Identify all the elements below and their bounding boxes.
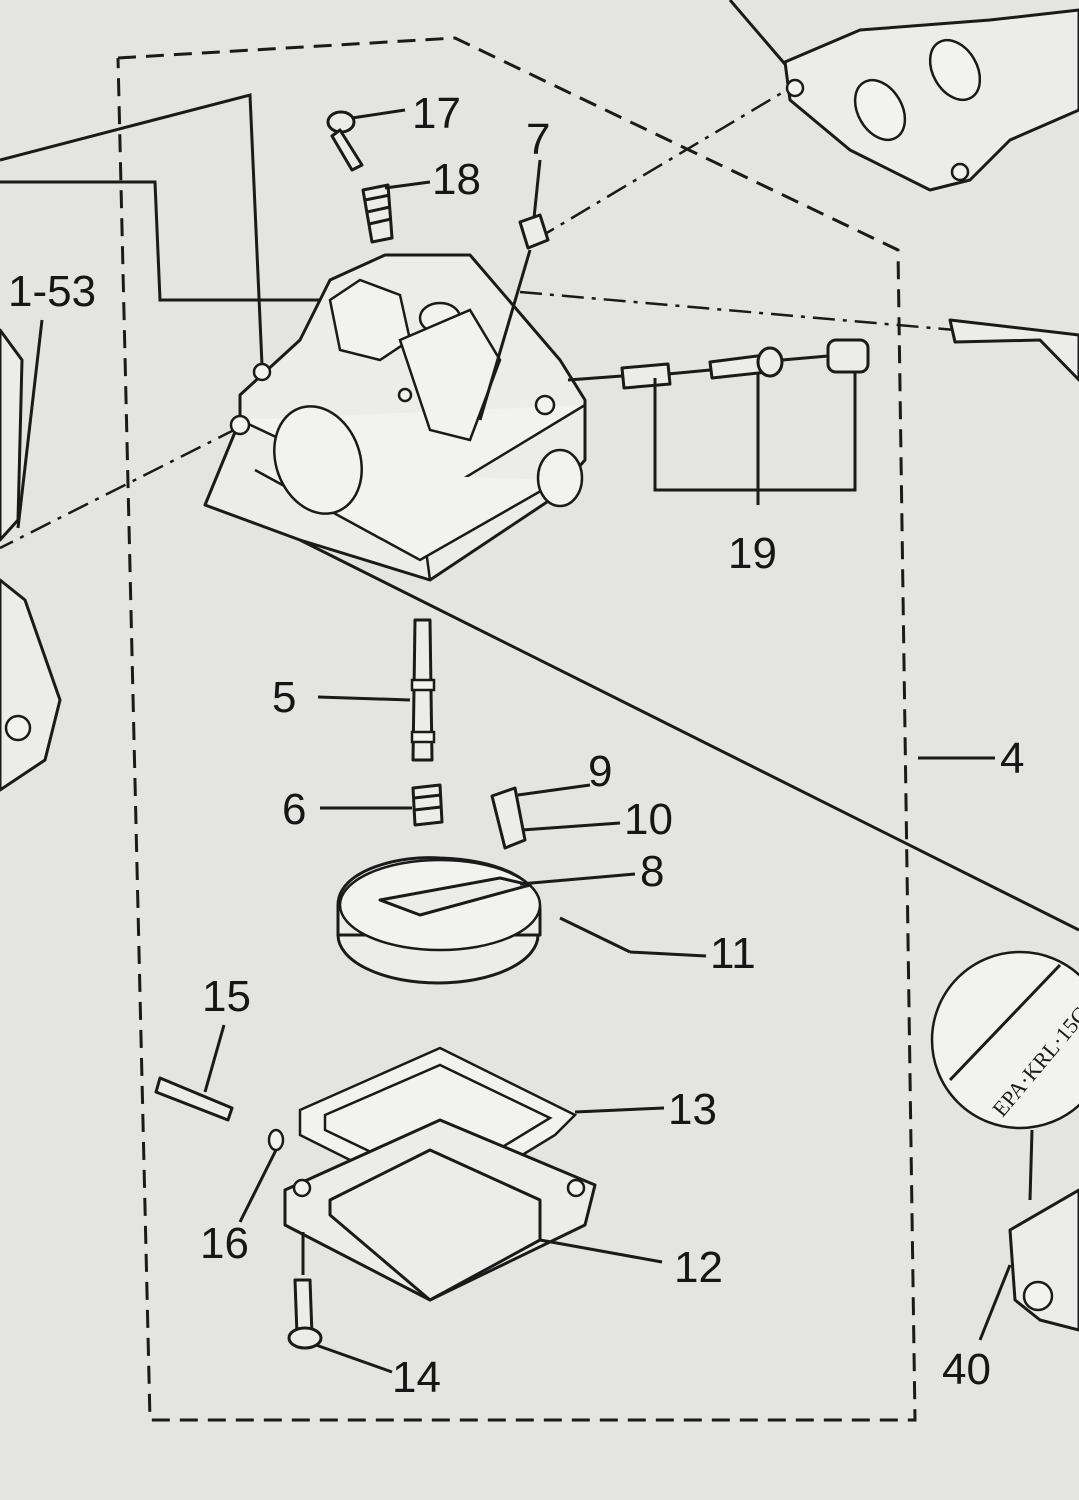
intake-manifold-fragment — [728, 0, 1079, 192]
drain-screw-15 — [154, 1024, 234, 1122]
callout-18: 18 — [432, 155, 481, 204]
float-pin-11 — [559, 916, 707, 958]
callout-8: 8 — [640, 847, 665, 896]
left-housing-fragment — [0, 328, 62, 792]
callout-16: 16 — [200, 1219, 249, 1268]
callout-4: 4 — [1000, 734, 1025, 783]
screw-17 — [326, 110, 364, 172]
callout-19: 19 — [728, 529, 777, 578]
diagonal-line — [299, 538, 1079, 932]
callout-6: 6 — [282, 785, 307, 834]
float-clip-9-10 — [490, 783, 621, 850]
float-8 — [336, 856, 636, 985]
leader-7 — [532, 159, 542, 219]
callout-13: 13 — [668, 1085, 717, 1134]
bolt-14 — [287, 1232, 393, 1374]
centerline-left — [0, 426, 239, 550]
callout-5: 5 — [272, 673, 297, 722]
callout-9: 9 — [588, 747, 613, 796]
callout-10: 10 — [624, 795, 673, 844]
callout-40: 40 — [942, 1345, 991, 1394]
callout-7: 7 — [526, 115, 551, 164]
callout-11: 11 — [710, 929, 756, 978]
callout-17: 17 — [412, 89, 461, 138]
callout-12: 12 — [674, 1243, 723, 1292]
part-40-fragment — [978, 1188, 1079, 1341]
centerline-hose — [519, 290, 956, 332]
needle-valve-5 — [317, 618, 436, 762]
assembly-boundary-4 — [116, 36, 917, 1422]
leader-ref-left — [16, 319, 44, 529]
o-ring-16 — [238, 1128, 285, 1223]
carburetor-body — [203, 253, 587, 582]
float-bowl-12 — [283, 1118, 663, 1302]
leader-top-left-2 — [0, 180, 330, 302]
callout-15: 15 — [202, 972, 251, 1021]
spring-6 — [320, 783, 444, 827]
leader-17 — [351, 108, 406, 120]
centerline-manifold — [534, 86, 791, 242]
fuel-hose — [948, 318, 1079, 382]
spring-18 — [361, 183, 394, 244]
leader-18 — [384, 180, 431, 190]
emission-label-stamp — [930, 950, 1079, 1201]
idle-screw-19 — [567, 338, 870, 505]
callout-ref-left: 1-53 — [8, 267, 97, 316]
leader-top-left-1 — [0, 93, 264, 366]
callout-14: 14 — [392, 1353, 441, 1402]
